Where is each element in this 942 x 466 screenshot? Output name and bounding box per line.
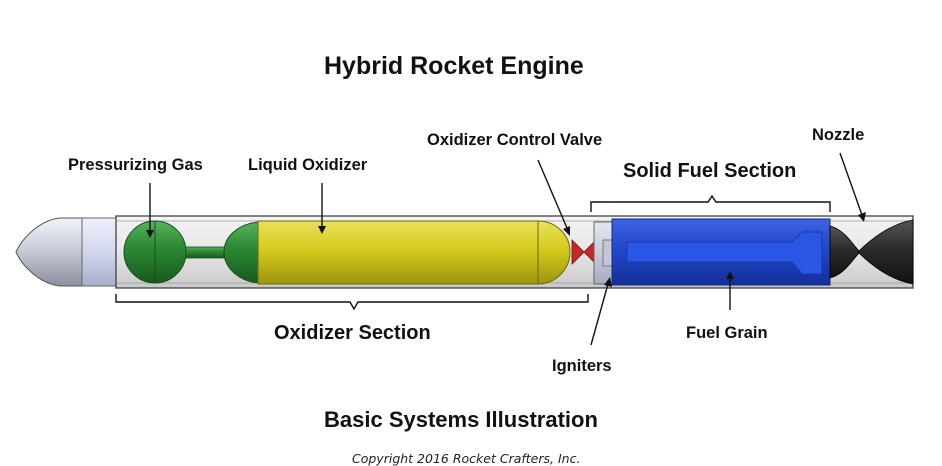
nozzle-bell (857, 219, 914, 285)
label-igniters: Igniters (552, 357, 612, 375)
label-oxidizer-control-valve: Oxidizer Control Valve (427, 131, 603, 149)
oxidizer-section-bracket (115, 294, 589, 311)
label-oxidizer-section: Oxidizer Section (274, 322, 431, 344)
oxidizer-tank-body (257, 220, 541, 285)
label-fuel-grain: Fuel Grain (686, 324, 768, 342)
solid-fuel-bracket (590, 194, 831, 212)
leader-oxidizer-control-valve (537, 159, 570, 236)
label-liquid-oxidizer: Liquid Oxidizer (248, 156, 368, 174)
label-pressurizing-gas: Pressurizing Gas (68, 156, 203, 174)
leader-nozzle (839, 152, 866, 222)
diagram-subtitle: Basic Systems Illustration (324, 407, 598, 432)
copyright-notice: Copyright 2016 Rocket Crafters, Inc. (352, 451, 581, 466)
oxidizer-tank-dome (537, 220, 571, 285)
leader-pressurizing-gas (146, 183, 154, 238)
label-nozzle: Nozzle (812, 126, 865, 144)
diagram-title: Hybrid Rocket Engine (324, 52, 584, 80)
pressurant-sphere-right (223, 221, 263, 284)
nose-cone (15, 217, 86, 287)
leader-liquid-oxidizer (318, 183, 326, 234)
leader-igniters (590, 277, 612, 346)
label-solid-fuel-section: Solid Fuel Section (623, 160, 797, 182)
nose-cone-band (81, 217, 117, 287)
leader-fuel-grain (726, 271, 734, 310)
fuel-grain-port (626, 231, 823, 275)
